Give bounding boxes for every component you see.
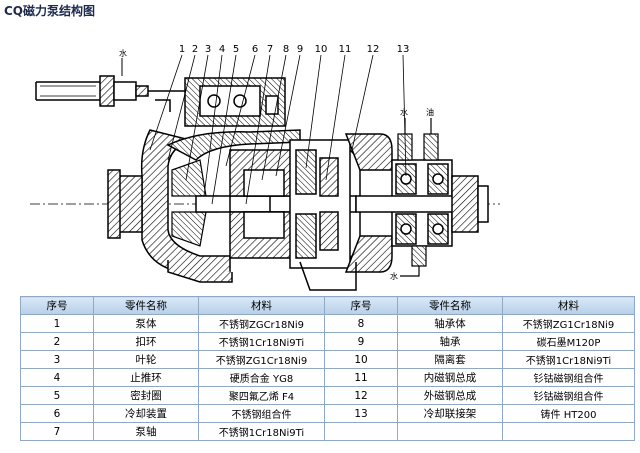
- cell-index: 11: [324, 368, 398, 387]
- header-part-name-2: 零件名称: [397, 296, 503, 315]
- header-material-2: 材料: [502, 296, 635, 315]
- cell-part-name: 隔离套: [397, 350, 503, 369]
- cell-material: 不锈钢ZG1Cr18Ni9: [502, 314, 635, 333]
- cell-part-name: 叶轮: [93, 350, 199, 369]
- header-index-2: 序号: [324, 296, 398, 315]
- cell-index: 1: [20, 314, 94, 333]
- callout-number-1: 1: [179, 44, 185, 55]
- cell-material: 碳石墨M120P: [502, 332, 635, 351]
- callout-number-3: 3: [205, 44, 211, 55]
- cell-index: 8: [324, 314, 398, 333]
- label-oil-top: 油: [426, 107, 434, 117]
- cell-index: 2: [20, 332, 94, 351]
- cell-material: 聚四氟乙烯 F4: [198, 386, 325, 405]
- cell-part-name: 扣环: [93, 332, 199, 351]
- cooling-pipe: [35, 58, 185, 112]
- callout-leaders: [149, 54, 407, 205]
- cell-material: 不锈钢ZG1Cr18Ni9: [198, 350, 325, 369]
- header-part-name-1: 零件名称: [93, 296, 199, 315]
- callout-number-7: 7: [267, 44, 273, 55]
- leader-line-12: [351, 54, 374, 151]
- cell-part-name: 轴承: [397, 332, 503, 351]
- callout-number-11: 11: [339, 44, 352, 55]
- leader-line-2: [167, 54, 196, 161]
- bearing-housing: [229, 149, 301, 259]
- cell-material: 铸件 HT200: [502, 404, 635, 423]
- callout-number-10: 10: [315, 44, 328, 55]
- header-material-1: 材料: [198, 296, 325, 315]
- cell-index: 10: [324, 350, 398, 369]
- callout-number-2: 2: [192, 44, 198, 55]
- cell-part-name: 冷却装置: [93, 404, 199, 423]
- callout-number-5: 5: [233, 44, 239, 55]
- cell-part-name: 泵体: [93, 314, 199, 333]
- leader-line-3: [185, 54, 209, 181]
- callout-number-4: 4: [219, 44, 225, 55]
- leader-line-8: [261, 54, 287, 181]
- cell-material: 钐钴磁钢组合件: [502, 368, 635, 387]
- cell-part-name: [397, 422, 503, 441]
- cell-part-name: 冷却联接架: [397, 404, 503, 423]
- cell-part-name: 内磁钢总成: [397, 368, 503, 387]
- label-water-top-left: 水: [119, 48, 127, 58]
- cell-part-name: 密封圈: [93, 386, 199, 405]
- cell-part-name: 止推环: [93, 368, 199, 387]
- magnet-coupling: [289, 139, 361, 269]
- parts-table-header-row: 序号 零件名称 材料 序号 零件名称 材料: [20, 296, 635, 315]
- leader-line-4: [203, 54, 223, 197]
- bearing-block: [184, 77, 286, 127]
- cell-index: 12: [324, 386, 398, 405]
- cell-material: 钐钴磁钢组合件: [502, 386, 635, 405]
- cell-index: 3: [20, 350, 94, 369]
- label-water-top-mid: 水: [400, 107, 408, 117]
- cell-index: 6: [20, 404, 94, 423]
- cell-index: 7: [20, 422, 94, 441]
- leader-line-6: [225, 54, 256, 167]
- cell-material: 不锈钢组合件: [198, 404, 325, 423]
- cell-index: 13: [324, 404, 398, 423]
- callout-number-6: 6: [252, 44, 258, 55]
- leader-line-10: [305, 54, 322, 169]
- leader-line-13: [402, 54, 407, 177]
- cell-material: 不锈钢1Cr18Ni9Ti: [198, 422, 325, 441]
- drive-shaft-assembly: [355, 159, 489, 247]
- pump-body: [107, 129, 301, 283]
- cell-index: [324, 422, 398, 441]
- cell-material: 不锈钢1Cr18Ni9Ti: [502, 350, 635, 369]
- cell-index: 5: [20, 386, 94, 405]
- leader-line-7: [245, 54, 271, 205]
- header-index-1: 序号: [20, 296, 94, 315]
- cell-part-name: 泵轴: [93, 422, 199, 441]
- cell-material: 不锈钢1Cr18Ni9Ti: [198, 332, 325, 351]
- cell-index: 4: [20, 368, 94, 387]
- leader-line-9: [275, 54, 301, 177]
- callout-number-9: 9: [297, 44, 303, 55]
- callout-number-12: 12: [367, 44, 380, 55]
- callout-number-13: 13: [397, 44, 410, 55]
- cell-material: [502, 422, 635, 441]
- page-title: CQ磁力泵结构图: [4, 4, 96, 18]
- cell-material: 不锈钢ZGCr18Ni9: [198, 314, 325, 333]
- cell-part-name: 轴承体: [397, 314, 503, 333]
- cell-index: 9: [324, 332, 398, 351]
- cell-part-name: 外磁钢总成: [397, 386, 503, 405]
- callout-number-8: 8: [283, 44, 289, 55]
- leader-line-11: [325, 54, 346, 181]
- cell-material: 硬质合金 YG8: [198, 368, 325, 387]
- leader-line-5: [211, 54, 237, 205]
- label-water-bottom: 水: [390, 271, 398, 281]
- leader-line-1: [149, 54, 183, 151]
